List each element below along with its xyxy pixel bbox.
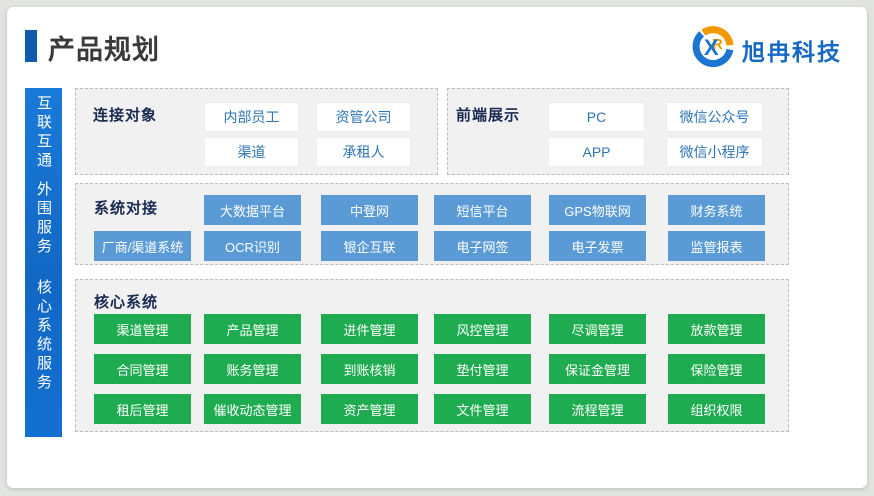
chip-ocr[interactable]: OCR识别 (204, 231, 301, 261)
section-integration-label: 系统对接 (94, 200, 159, 217)
section-frontend-label: 前端展示 (456, 107, 521, 124)
chip-internal-staff[interactable]: 内部员工 (204, 102, 299, 132)
left-rail: 互联互通 外围服务 核心系统服务 (25, 88, 62, 437)
chip-e-invoice[interactable]: 电子发票 (549, 231, 646, 261)
chip-application-mgmt[interactable]: 进件管理 (321, 314, 418, 344)
chip-vendor-channel-system[interactable]: 厂商/渠道系统 (94, 231, 191, 261)
chip-loan-mgmt[interactable]: 放款管理 (668, 314, 765, 344)
section-core-label: 核心系统 (94, 294, 159, 311)
chip-receipt-writeoff[interactable]: 到账核销 (321, 354, 418, 384)
xr-logo-icon: R X (692, 26, 734, 73)
chip-sms-platform[interactable]: 短信平台 (434, 195, 531, 225)
chip-workflow-mgmt[interactable]: 流程管理 (549, 394, 646, 424)
chip-risk-mgmt[interactable]: 风控管理 (434, 314, 531, 344)
chip-bank-enterprise-link[interactable]: 银企互联 (321, 231, 418, 261)
chip-channel-mgmt[interactable]: 渠道管理 (94, 314, 191, 344)
chip-wechat-official[interactable]: 微信公众号 (666, 102, 763, 132)
chip-advance-mgmt[interactable]: 垫付管理 (434, 354, 531, 384)
rail-label-peripheral-services: 外围服务 (35, 181, 52, 257)
brand-name: 旭冉科技 (742, 38, 842, 65)
chip-asset-mgmt-company[interactable]: 资管公司 (316, 102, 411, 132)
chip-duediligence-mgmt[interactable]: 尽调管理 (549, 314, 646, 344)
chip-product-mgmt[interactable]: 产品管理 (204, 314, 301, 344)
chip-regulatory-report[interactable]: 监管报表 (668, 231, 765, 261)
chip-lessee[interactable]: 承租人 (316, 137, 411, 167)
chip-finance-system[interactable]: 财务系统 (668, 195, 765, 225)
page-title: 产品规划 (48, 35, 160, 65)
title-accent-bar (25, 30, 37, 62)
chip-accounting-mgmt[interactable]: 账务管理 (204, 354, 301, 384)
chip-e-signature[interactable]: 电子网签 (434, 231, 531, 261)
chip-wechat-miniprogram[interactable]: 微信小程序 (666, 137, 763, 167)
chip-deposit-mgmt[interactable]: 保证金管理 (549, 354, 646, 384)
brand-logo: R X 旭冉科技 (692, 26, 842, 73)
chip-collection-dynamic-mgmt[interactable]: 催收动态管理 (204, 394, 301, 424)
section-core-system: 核心系统 渠道管理 产品管理 进件管理 风控管理 尽调管理 放款管理 合同管理 … (75, 279, 789, 432)
chip-app[interactable]: APP (548, 137, 645, 167)
chip-bigdata-platform[interactable]: 大数据平台 (204, 195, 301, 225)
section-connect-label: 连接对象 (93, 107, 158, 124)
rail-label-interconnect: 互联互通 (35, 95, 52, 171)
chip-asset-mgmt[interactable]: 资产管理 (321, 394, 418, 424)
chip-insurance-mgmt[interactable]: 保险管理 (668, 354, 765, 384)
chip-zhongdeng-net[interactable]: 中登网 (321, 195, 418, 225)
rail-label-core-system-services: 核心系统服务 (35, 279, 52, 393)
svg-text:X: X (704, 35, 719, 60)
svg-text:R: R (712, 37, 723, 53)
section-system-integration: 系统对接 大数据平台 中登网 短信平台 GPS物联网 财务系统 厂商/渠道系统 … (75, 183, 789, 265)
section-connect-objects: 连接对象 内部员工 资管公司 渠道 承租人 (75, 88, 438, 175)
chip-pc[interactable]: PC (548, 102, 645, 132)
chip-channel[interactable]: 渠道 (204, 137, 299, 167)
chip-contract-mgmt[interactable]: 合同管理 (94, 354, 191, 384)
chip-org-permissions[interactable]: 组织权限 (668, 394, 765, 424)
chip-gps-iot[interactable]: GPS物联网 (549, 195, 646, 225)
chip-file-mgmt[interactable]: 文件管理 (434, 394, 531, 424)
section-frontend-display: 前端展示 PC 微信公众号 APP 微信小程序 (447, 88, 789, 175)
chip-postlease-mgmt[interactable]: 租后管理 (94, 394, 191, 424)
